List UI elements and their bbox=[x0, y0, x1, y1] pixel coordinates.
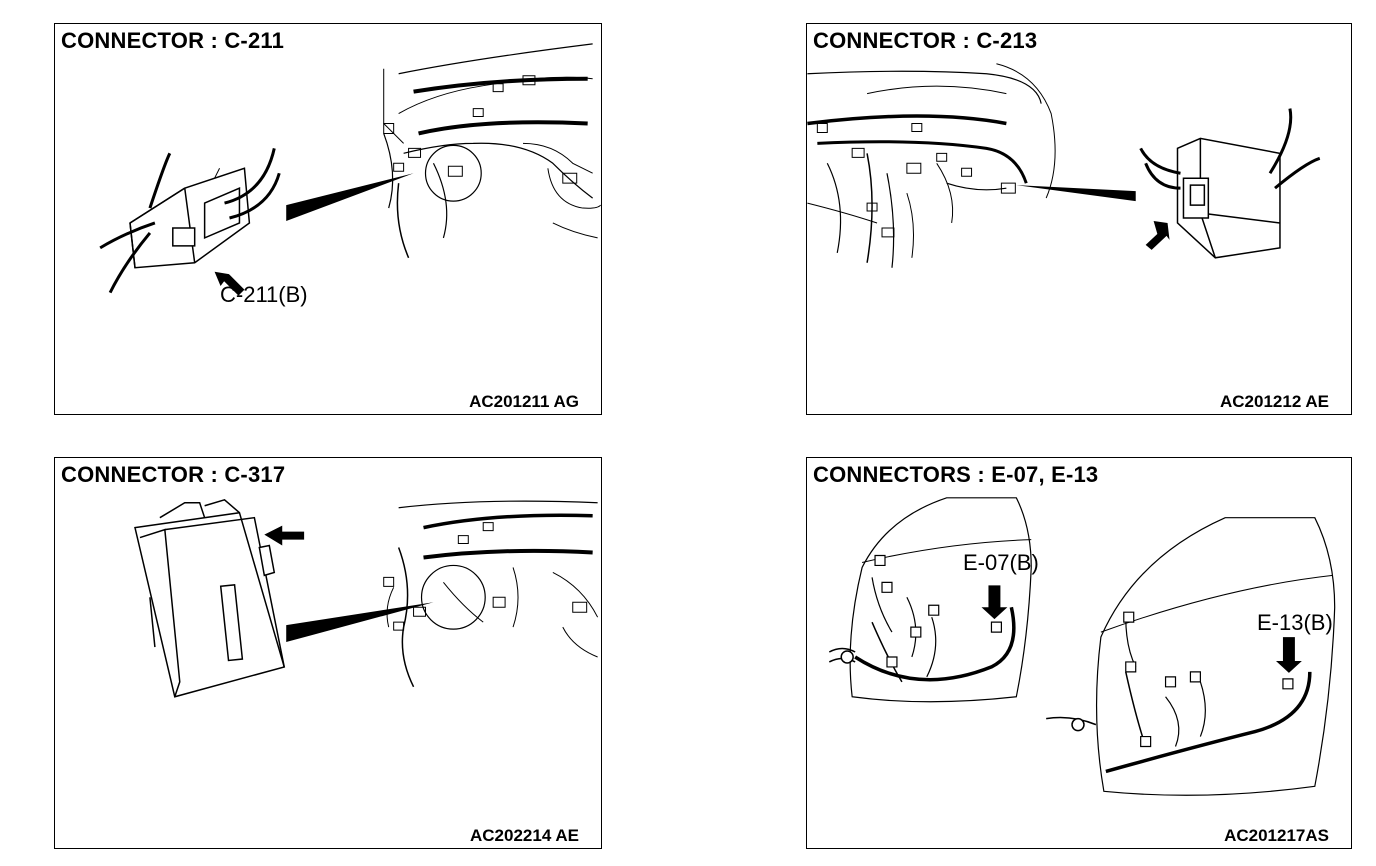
connector-icon bbox=[1141, 109, 1320, 258]
arrow-icon bbox=[1275, 637, 1302, 673]
wire-harness-icon bbox=[384, 44, 601, 258]
diagram-c213 bbox=[807, 24, 1351, 414]
panel-e07-e13: CONNECTORS : E-07, E-13 AC201217AS E-07(… bbox=[806, 457, 1352, 849]
figure-code: AC202214 AE bbox=[470, 826, 579, 845]
panel-c213: CONNECTOR : C-213 AC201212 AE bbox=[806, 23, 1352, 415]
arrow-icon bbox=[214, 271, 245, 296]
panel-title: CONNECTOR : C-317 bbox=[61, 462, 286, 487]
wire-harness-icon bbox=[384, 501, 598, 687]
pointer-wedge bbox=[1016, 185, 1136, 202]
connector-callout-c211b: C-211(B) bbox=[220, 282, 308, 307]
figure-code: AC201212 AE bbox=[1220, 392, 1329, 411]
arrow-icon bbox=[1145, 220, 1170, 250]
connector-callout-e07b: E-07(B) bbox=[963, 550, 1039, 575]
panel-title: CONNECTOR : C-213 bbox=[813, 28, 1038, 53]
diagram-e07-e13 bbox=[807, 458, 1351, 848]
door-panel-icon bbox=[829, 498, 1031, 702]
arrow-icon bbox=[981, 585, 1008, 620]
panel-title: CONNECTORS : E-07, E-13 bbox=[813, 462, 1099, 487]
panel-c211: CONNECTOR : C-211 AC201211 AG C-211(B) bbox=[54, 23, 602, 415]
panel-c317: CONNECTOR : C-317 AC202214 AE bbox=[54, 457, 602, 849]
connector-callout-e13b: E-13(B) bbox=[1257, 610, 1333, 635]
wire-harness-icon bbox=[807, 64, 1055, 268]
panel-title: CONNECTOR : C-211 bbox=[61, 28, 285, 53]
control-unit-icon bbox=[135, 500, 284, 697]
connector-icon bbox=[100, 148, 279, 292]
diagram-c211 bbox=[55, 24, 601, 296]
figure-code: AC201211 AG bbox=[469, 392, 579, 411]
pointer-wedge bbox=[286, 173, 414, 221]
pointer-wedge bbox=[286, 602, 434, 643]
figure-code: AC201217AS bbox=[1224, 826, 1329, 845]
diagram-c317 bbox=[55, 458, 601, 848]
arrow-icon bbox=[264, 525, 305, 546]
door-panel-icon bbox=[1046, 518, 1335, 796]
